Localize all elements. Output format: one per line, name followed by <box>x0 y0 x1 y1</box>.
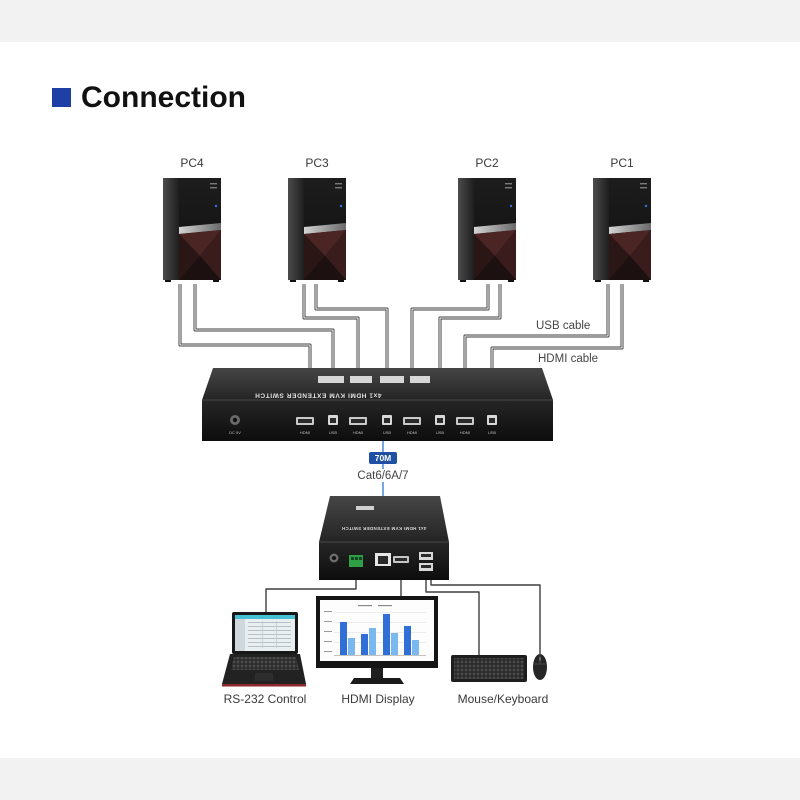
receiver-rj45-port <box>375 553 391 566</box>
switch-usb-port-3 <box>435 415 445 425</box>
switch-usb-port-1 <box>328 415 338 425</box>
page-header: Connection <box>52 81 246 114</box>
cable-type-backing <box>356 469 410 482</box>
keyboard-usb-cable <box>425 580 480 655</box>
hdmi-cable-label: HDMI cable <box>538 353 598 365</box>
receiver-top-label: 4x1 HDMI KVM EXTENDER SWITCH <box>342 526 427 531</box>
pc4-label: PC4 <box>180 156 204 170</box>
switch-front-panel <box>202 400 553 441</box>
switch-usb-port-4 <box>487 415 497 425</box>
switch-top-sticker <box>380 376 404 383</box>
receiver-rs232-terminal <box>349 555 363 567</box>
input-devices-label: Mouse/Keyboard <box>458 692 549 706</box>
pc4-tower-icon <box>163 178 221 282</box>
port-label: HDMI <box>460 430 470 435</box>
pc2-tower-icon <box>458 178 516 282</box>
port-label: USB <box>488 430 497 435</box>
switch-dc-label: DC 5V <box>229 430 241 435</box>
switch-hdmi-port-3 <box>403 417 421 425</box>
port-label: HDMI <box>407 430 417 435</box>
rs232-cable <box>265 580 357 613</box>
distance-badge-label: 70M <box>375 453 392 463</box>
switch-hdmi-port-4 <box>456 417 474 425</box>
distance-badge <box>369 452 397 464</box>
switch-hdmi-port-2 <box>349 417 367 425</box>
hdmi-display-icon <box>316 596 438 684</box>
receiver-top-face <box>319 496 449 542</box>
switch-usb-port-2 <box>382 415 392 425</box>
keyboard-icon <box>451 655 527 682</box>
port-label: HDMI <box>300 430 310 435</box>
receiver-top-sticker <box>356 506 374 510</box>
pc2-label: PC2 <box>475 156 499 170</box>
receiver-hdmi-port <box>393 556 409 563</box>
port-label: USB <box>329 430 338 435</box>
pc3-tower-icon <box>288 178 346 282</box>
port-label: USB <box>383 430 392 435</box>
title-bullet-icon <box>52 88 71 107</box>
switch-top-label: 4x1 HDMI KVM EXTENDER SWITCH <box>255 392 382 399</box>
receiver-usb-ports <box>419 552 433 571</box>
switch-top-sticker <box>350 376 372 383</box>
laptop-label: RS-232 Control <box>224 692 307 706</box>
switch-top-face <box>202 368 553 400</box>
device-cables <box>265 580 541 655</box>
mouse-icon <box>533 654 547 680</box>
cable-type-label: Cat6/6A/7 <box>357 470 408 482</box>
port-label: HDMI <box>353 430 363 435</box>
kvm-extender-switch: 4x1 HDMI KVM EXTENDER SWITCH DC 5V HDMI … <box>202 368 553 441</box>
switch-dc-port <box>230 415 240 425</box>
kvm-extender-receiver: 4x1 HDMI KVM EXTENDER SWITCH <box>319 496 449 580</box>
switch-hdmi-port-1 <box>296 417 314 425</box>
page-title: Connection <box>81 81 246 114</box>
receiver-dc-port <box>329 553 339 563</box>
pc1-label: PC1 <box>610 156 634 170</box>
mouse-usb-cable <box>430 580 541 655</box>
switch-top-sticker <box>318 376 344 383</box>
port-label: USB <box>436 430 445 435</box>
switch-top-sticker <box>410 376 430 383</box>
pc-labels: PC4 PC3 PC2 PC1 <box>180 156 634 170</box>
display-label: HDMI Display <box>341 692 414 706</box>
laptop-icon <box>222 612 306 687</box>
usb-cable-label: USB cable <box>536 320 590 332</box>
pc1-tower-icon <box>593 178 651 282</box>
pc3-label: PC3 <box>305 156 329 170</box>
